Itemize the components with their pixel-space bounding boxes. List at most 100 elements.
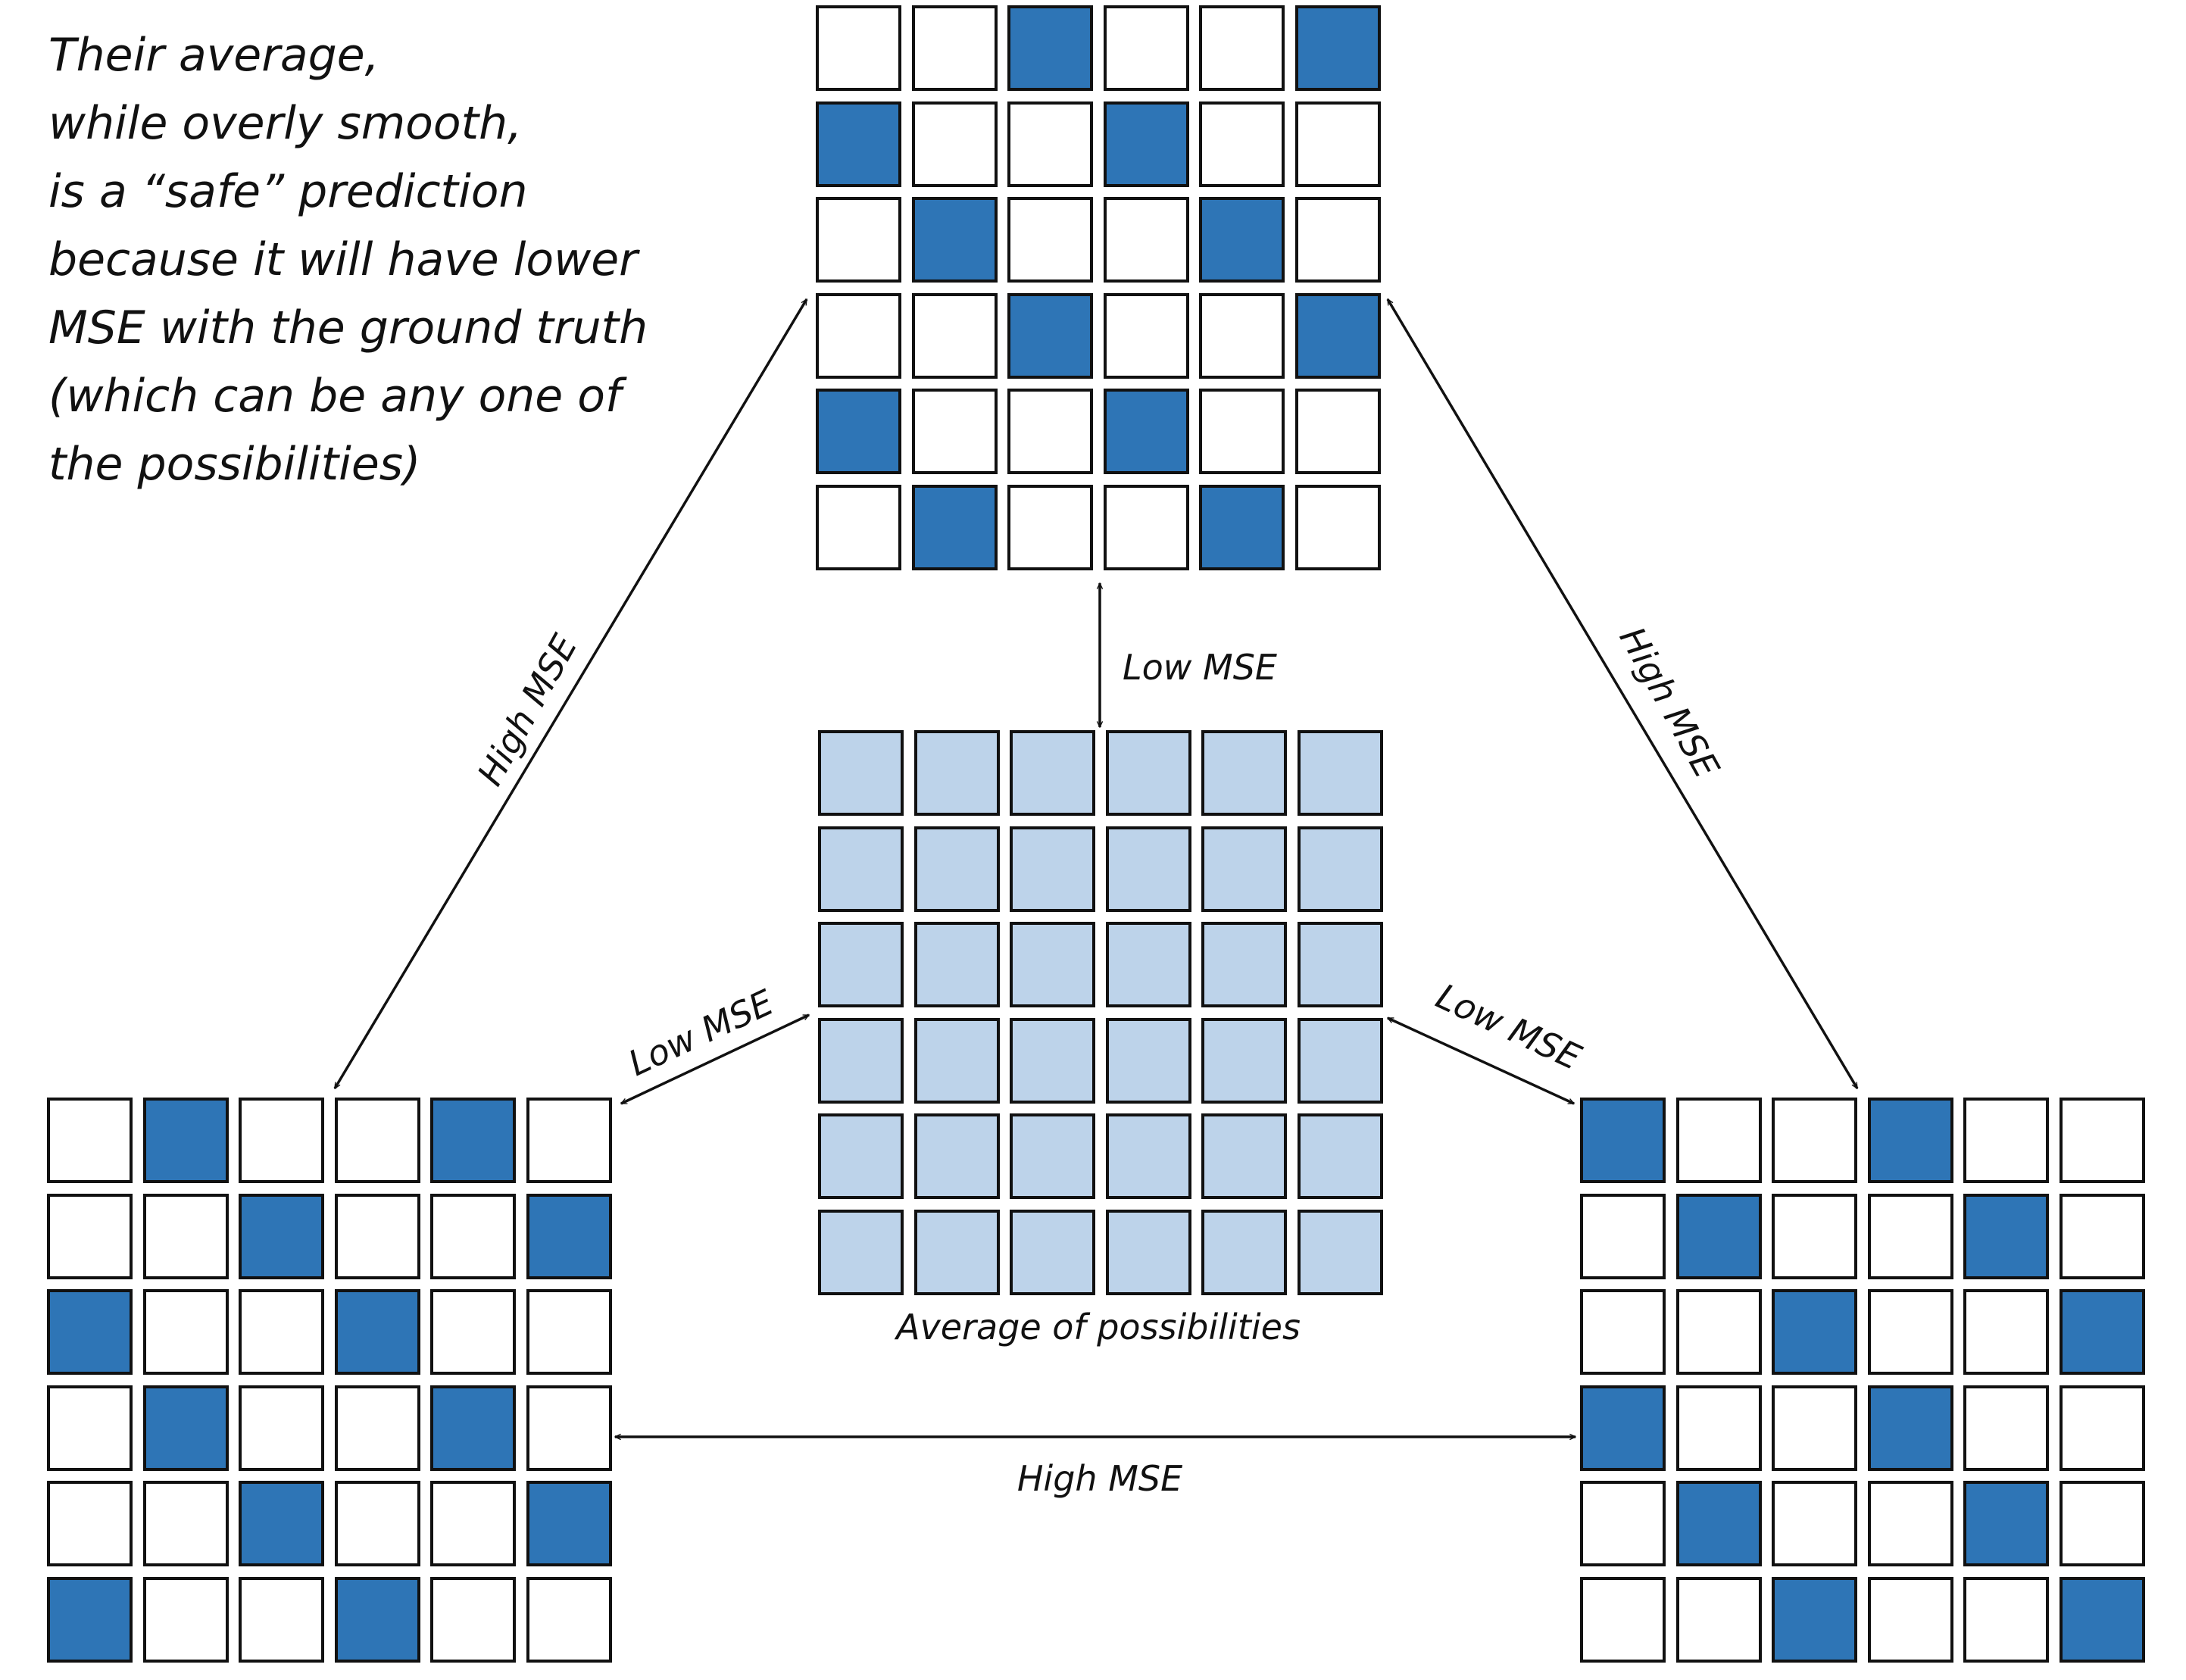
empty-cell xyxy=(1104,197,1189,283)
filled-cell xyxy=(47,1289,133,1375)
filled-cell xyxy=(1580,1098,1666,1183)
filled-cell xyxy=(430,1385,516,1471)
empty-cell xyxy=(47,1481,133,1566)
average-cell xyxy=(1010,1113,1095,1199)
average-cell xyxy=(1010,826,1095,912)
filled-cell xyxy=(1199,485,1285,570)
empty-cell xyxy=(816,5,901,91)
empty-cell xyxy=(912,5,998,91)
left-possibility-grid xyxy=(47,1098,612,1669)
empty-cell xyxy=(816,293,901,379)
empty-cell xyxy=(1868,1577,1953,1663)
empty-cell xyxy=(1963,1577,2049,1663)
empty-cell xyxy=(526,1577,612,1663)
average-cell xyxy=(1298,922,1383,1007)
average-cell xyxy=(1201,1018,1287,1104)
filled-cell xyxy=(2060,1577,2145,1663)
filled-cell xyxy=(239,1481,324,1566)
average-cell xyxy=(1106,730,1191,816)
empty-cell xyxy=(816,197,901,283)
average-cell xyxy=(818,1018,904,1104)
label-right-center-mse: Low MSE xyxy=(1430,976,1588,1078)
average-caption: Average of possibilities xyxy=(894,1307,1301,1347)
empty-cell xyxy=(526,1289,612,1375)
empty-cell xyxy=(1295,485,1381,570)
empty-cell xyxy=(335,1194,420,1279)
empty-cell xyxy=(143,1289,229,1375)
empty-cell xyxy=(1963,1098,2049,1183)
filled-cell xyxy=(816,101,901,187)
empty-cell xyxy=(1868,1481,1953,1566)
filled-cell xyxy=(1007,5,1093,91)
empty-cell xyxy=(239,1577,324,1663)
empty-cell xyxy=(1676,1289,1762,1375)
empty-cell xyxy=(1199,101,1285,187)
filled-cell xyxy=(1772,1289,1857,1375)
empty-cell xyxy=(912,101,998,187)
average-cell xyxy=(1010,730,1095,816)
empty-cell xyxy=(816,485,901,570)
average-cell xyxy=(1298,730,1383,816)
empty-cell xyxy=(912,389,998,474)
average-cell xyxy=(818,826,904,912)
average-cell xyxy=(1298,1113,1383,1199)
average-cell xyxy=(1298,1210,1383,1295)
empty-cell xyxy=(2060,1481,2145,1566)
average-cell xyxy=(1106,1210,1191,1295)
empty-cell xyxy=(2060,1194,2145,1279)
empty-cell xyxy=(1199,389,1285,474)
note-line: because it will have lower xyxy=(48,233,638,286)
empty-cell xyxy=(335,1385,420,1471)
average-cell xyxy=(818,1210,904,1295)
filled-cell xyxy=(1963,1481,2049,1566)
right-possibility-grid xyxy=(1580,1098,2145,1669)
empty-cell xyxy=(526,1098,612,1183)
empty-cell xyxy=(1199,5,1285,91)
empty-cell xyxy=(1676,1098,1762,1183)
empty-cell xyxy=(47,1385,133,1471)
label-top-center-mse: Low MSE xyxy=(1123,647,1277,688)
empty-cell xyxy=(239,1098,324,1183)
empty-cell xyxy=(1676,1577,1762,1663)
filled-cell xyxy=(1104,101,1189,187)
empty-cell xyxy=(1772,1194,1857,1279)
empty-cell xyxy=(912,293,998,379)
note-line: is a “safe” prediction xyxy=(48,165,528,218)
label-left-right-mse: High MSE xyxy=(1017,1458,1182,1499)
filled-cell xyxy=(526,1481,612,1566)
arrow-top-left xyxy=(333,299,808,1088)
empty-cell xyxy=(430,1577,516,1663)
filled-cell xyxy=(1676,1194,1762,1279)
average-cell xyxy=(914,922,1000,1007)
empty-cell xyxy=(430,1194,516,1279)
empty-cell xyxy=(1963,1385,2049,1471)
average-cell xyxy=(818,1113,904,1199)
filled-cell xyxy=(239,1194,324,1279)
empty-cell xyxy=(1295,197,1381,283)
empty-cell xyxy=(1199,293,1285,379)
empty-cell xyxy=(1772,1385,1857,1471)
filled-cell xyxy=(430,1098,516,1183)
empty-cell xyxy=(1104,293,1189,379)
filled-cell xyxy=(1580,1385,1666,1471)
empty-cell xyxy=(1676,1385,1762,1471)
arrow-right-center xyxy=(1388,1016,1574,1105)
filled-cell xyxy=(816,389,901,474)
average-cell xyxy=(1201,1210,1287,1295)
filled-cell xyxy=(1676,1481,1762,1566)
average-cell xyxy=(1010,922,1095,1007)
empty-cell xyxy=(1772,1098,1857,1183)
empty-cell xyxy=(1580,1194,1666,1279)
filled-cell xyxy=(1295,293,1381,379)
average-cell xyxy=(818,730,904,816)
empty-cell xyxy=(143,1577,229,1663)
empty-cell xyxy=(1580,1577,1666,1663)
filled-cell xyxy=(1868,1385,1953,1471)
filled-cell xyxy=(143,1385,229,1471)
empty-cell xyxy=(430,1289,516,1375)
average-cell xyxy=(1298,1018,1383,1104)
empty-cell xyxy=(1104,485,1189,570)
empty-cell xyxy=(143,1194,229,1279)
filled-cell xyxy=(912,197,998,283)
